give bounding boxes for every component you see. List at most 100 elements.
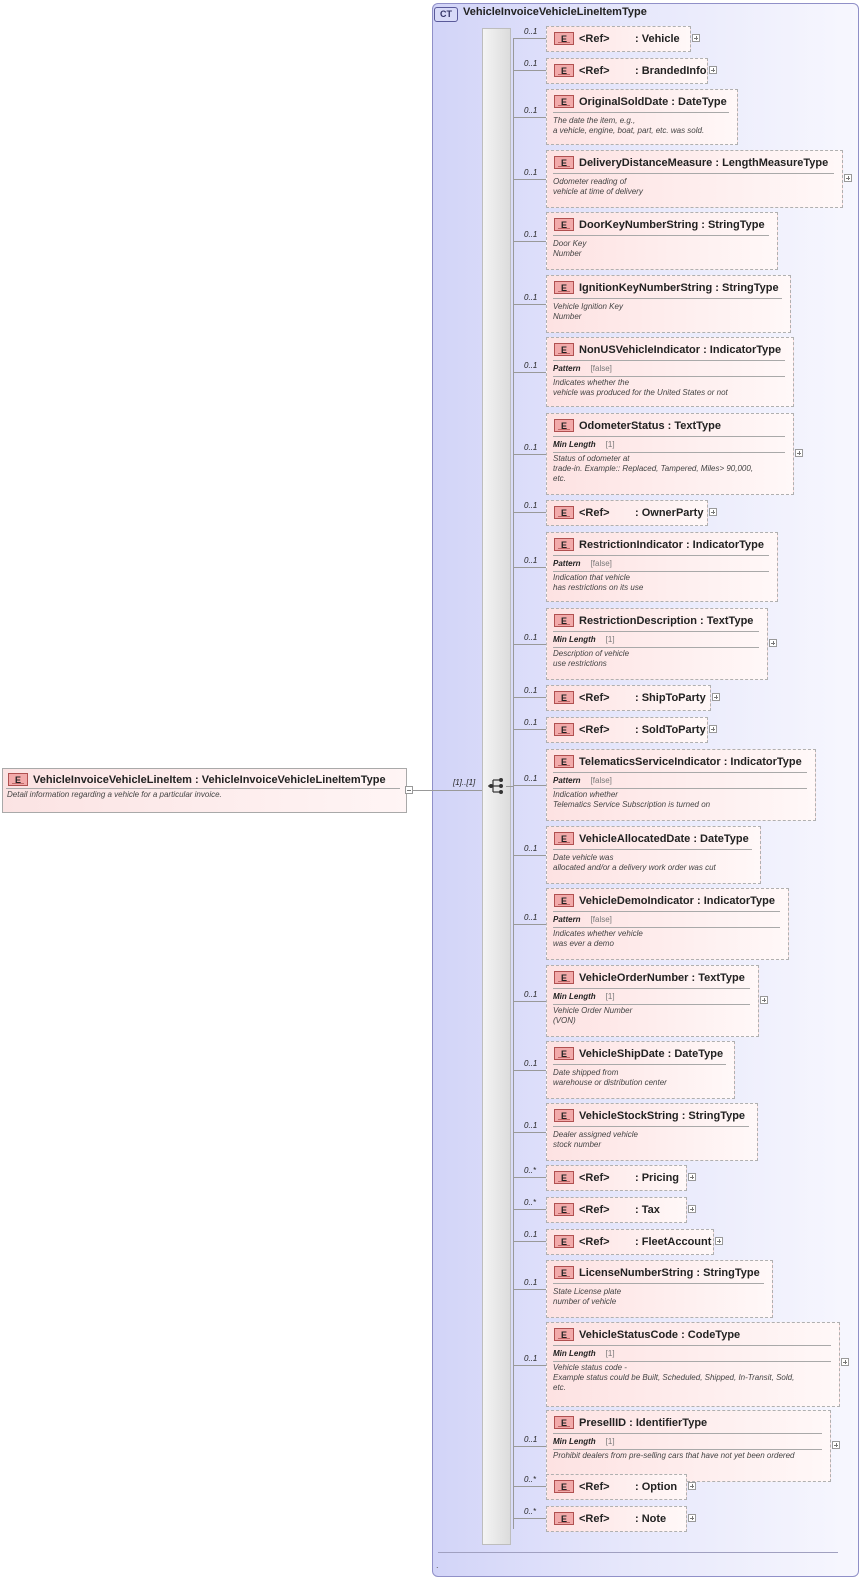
element-badge: E — [554, 1266, 574, 1279]
element-card[interactable]: E <Ref>: SoldToParty — [546, 717, 708, 743]
element-title: NonUSVehicleIndicator : IndicatorType — [579, 344, 782, 356]
expand-icon[interactable] — [709, 725, 717, 733]
expand-icon[interactable] — [760, 996, 768, 1004]
facet-row: Min Length[1] — [553, 992, 615, 1002]
element-multiplicity: 0..1 — [524, 913, 538, 922]
facet-value: [1] — [605, 635, 615, 644]
element-multiplicity: 0..* — [524, 1475, 537, 1484]
element-badge: E — [554, 1416, 574, 1429]
expand-icon[interactable] — [692, 34, 700, 42]
element-card[interactable]: E<Ref>: Vehicle — [546, 26, 691, 52]
expand-icon[interactable] — [709, 66, 717, 74]
expand-icon[interactable] — [688, 1514, 696, 1522]
title-divider — [553, 112, 729, 113]
root-element[interactable]: E VehicleInvoiceVehicleLineItem : Vehicl… — [2, 768, 407, 813]
facet-name: Min Length — [553, 635, 596, 644]
facet-divider — [553, 1004, 750, 1005]
expand-icon[interactable] — [688, 1173, 696, 1181]
facet-value: [1] — [605, 1437, 615, 1446]
element-title: VehicleShipDate : DateType — [579, 1048, 724, 1060]
element-connector — [513, 1209, 546, 1210]
element-title: <Ref>: SoldToParty — [579, 724, 706, 737]
element-title: OriginalSoldDate : DateType — [579, 96, 727, 108]
element-name: : Vehicle — [635, 33, 680, 45]
element-card[interactable]: E<Ref>: Note — [546, 1506, 687, 1532]
title-divider — [553, 631, 759, 632]
title-divider — [553, 1433, 822, 1434]
element-multiplicity: 0..1 — [524, 168, 538, 177]
facet-name: Pattern — [553, 364, 581, 373]
element-card[interactable]: E<Ref>: Option — [546, 1474, 687, 1500]
element-card[interactable]: E<Ref>: FleetAccount — [546, 1229, 714, 1255]
expand-icon[interactable] — [844, 174, 852, 182]
element-card[interactable]: E<Ref>: OwnerParty — [546, 500, 708, 526]
element-card[interactable]: E <Ref>: ShipToParty — [546, 685, 711, 711]
element-connector — [513, 1289, 546, 1290]
ref-label: <Ref> — [579, 692, 610, 704]
element-multiplicity: 0..1 — [524, 1121, 538, 1130]
element-badge: E — [554, 832, 574, 845]
element-badge: E — [554, 419, 574, 432]
root-connector — [413, 790, 482, 791]
element-multiplicity: 0..1 — [524, 230, 538, 239]
element-badge: E — [554, 1480, 574, 1493]
element-documentation: Description of vehicle use restrictions — [553, 649, 630, 668]
expand-icon[interactable] — [688, 1482, 696, 1490]
facet-divider — [553, 1361, 831, 1362]
expand-icon[interactable] — [688, 1205, 696, 1213]
element-badge: E — [554, 723, 574, 736]
element-badge: E — [554, 281, 574, 294]
expand-icon[interactable] — [841, 1358, 849, 1366]
element-connector — [513, 117, 546, 118]
facet-value: [1] — [605, 440, 615, 449]
collapse-icon[interactable] — [405, 786, 413, 794]
element-documentation: Indicates whether the vehicle was produc… — [553, 378, 728, 397]
expand-icon[interactable] — [712, 693, 720, 701]
element-title: <Ref>: Note — [579, 1513, 666, 1526]
expand-icon[interactable] — [832, 1441, 840, 1449]
element-name: : OwnerParty — [635, 507, 704, 519]
element-connector — [513, 304, 546, 305]
element-connector — [513, 454, 546, 455]
element-multiplicity: 0..1 — [524, 106, 538, 115]
expand-icon[interactable] — [715, 1237, 723, 1245]
element-title: <Ref>: ShipToParty — [579, 692, 706, 705]
element-badge: E — [554, 691, 574, 704]
element-connector — [513, 1446, 546, 1447]
element-name: : Pricing — [635, 1172, 680, 1184]
element-badge: E — [554, 343, 574, 356]
element-multiplicity: 0..1 — [524, 556, 538, 565]
element-badge: E — [554, 1203, 574, 1216]
element-card[interactable]: E<Ref>: BrandedInfo — [546, 58, 708, 84]
expand-icon[interactable] — [709, 508, 717, 516]
element-card[interactable]: E<Ref>: Pricing — [546, 1165, 687, 1191]
element-badge: E — [554, 95, 574, 108]
element-connector — [513, 1518, 546, 1519]
title-divider — [553, 360, 785, 361]
element-badge: E — [554, 1328, 574, 1341]
element-multiplicity: 0..1 — [524, 361, 538, 370]
element-documentation: Date vehicle was allocated and/or a deli… — [553, 853, 716, 872]
expand-icon[interactable] — [795, 449, 803, 457]
element-connector — [513, 697, 546, 698]
element-title: <Ref>: Tax — [579, 1204, 660, 1217]
expand-icon[interactable] — [769, 639, 777, 647]
element-card[interactable]: E <Ref>: Tax — [546, 1197, 687, 1223]
